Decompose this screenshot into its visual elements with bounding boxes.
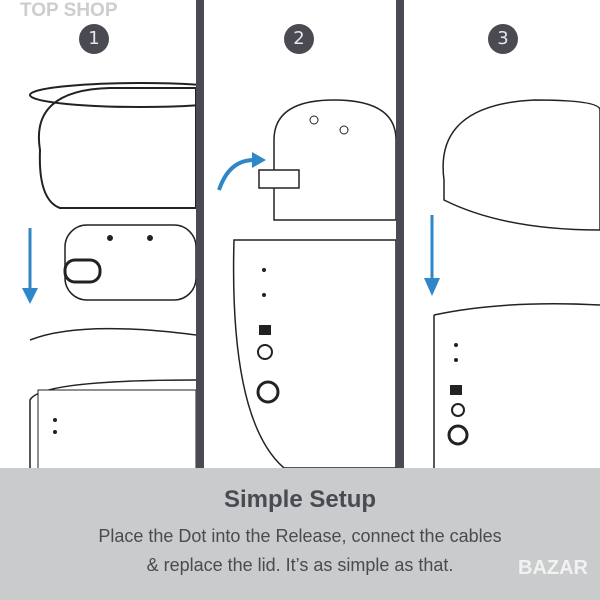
watermark-top-shop: TOP SHOP — [20, 0, 118, 21]
step-2-illustration — [217, 99, 396, 468]
caption-band: Simple Setup Place the Dot into the Rele… — [0, 468, 600, 600]
step-3-illustration — [424, 99, 600, 468]
step-1-panel — [0, 0, 196, 468]
caption-line-1: Place the Dot into the Release, connect … — [98, 526, 502, 546]
step-3-panel — [404, 0, 600, 468]
step-2-panel — [204, 0, 396, 468]
panel-divider — [396, 0, 404, 468]
watermark-bazar: BAZAR — [518, 557, 588, 579]
step-badge-1: 1 — [79, 24, 109, 54]
caption-line-2: & replace the lid. It’s as simple as tha… — [146, 555, 454, 575]
step-badge-2: 2 — [284, 24, 314, 54]
step-1-illustration — [22, 82, 196, 468]
panel-divider — [196, 0, 204, 468]
caption-title: Simple Setup — [223, 486, 377, 513]
step-badge-3: 3 — [488, 24, 518, 54]
